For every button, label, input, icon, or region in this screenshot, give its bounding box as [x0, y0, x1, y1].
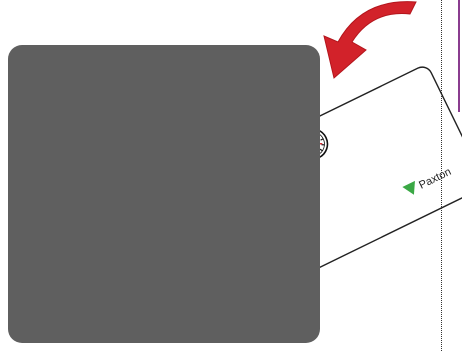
- side-accent-bar: [458, 0, 462, 112]
- dotted-divider: [441, 0, 442, 351]
